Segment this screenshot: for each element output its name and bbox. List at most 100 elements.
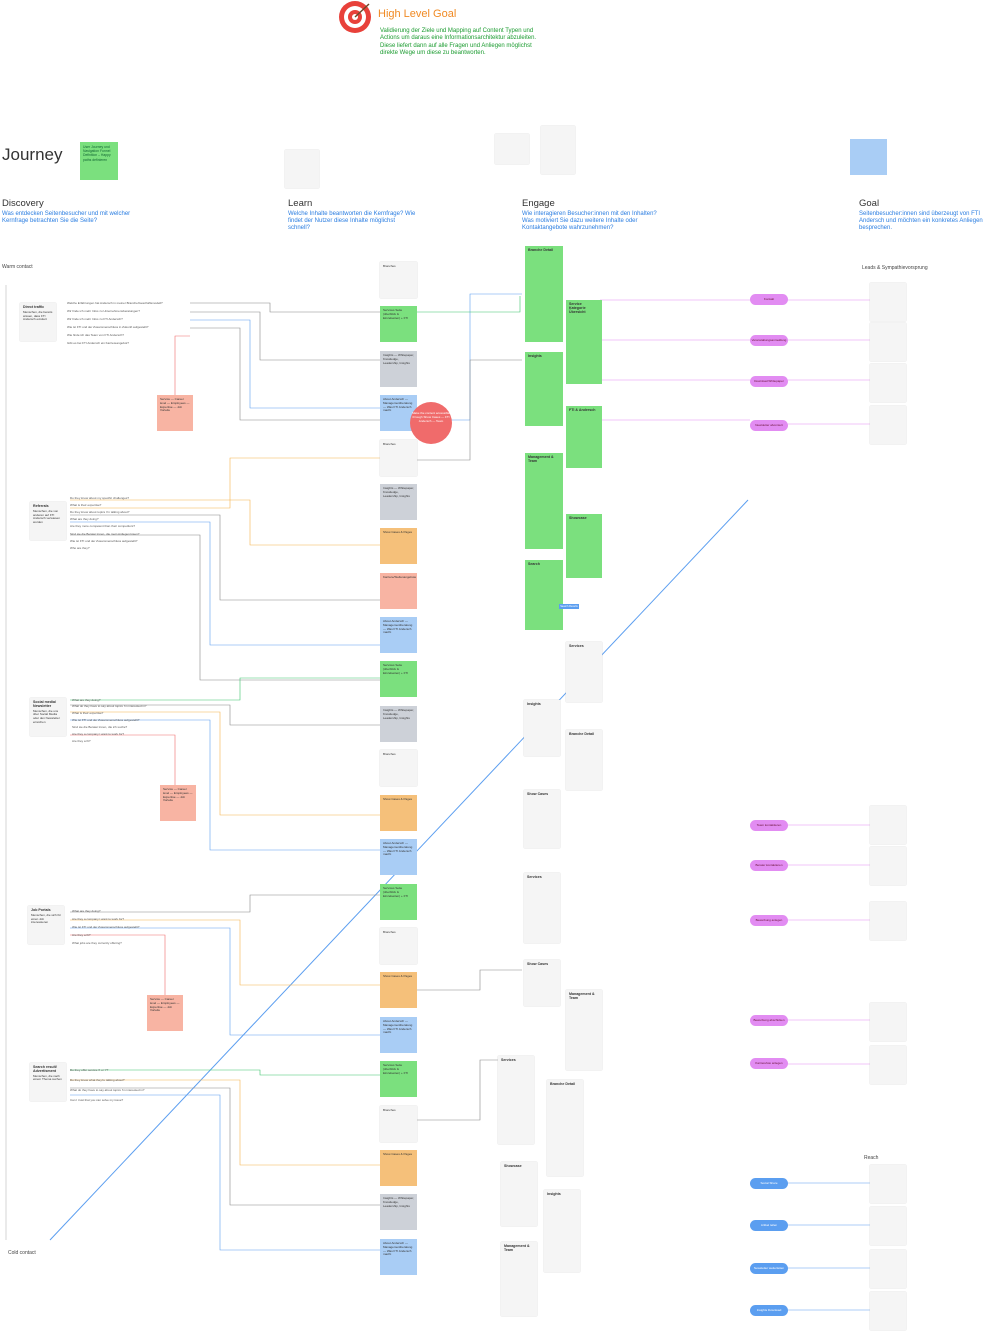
stage-goal-question: Seitenbesucher:innen sind überzeugt von … xyxy=(859,211,983,232)
lead-card-4 xyxy=(870,406,906,444)
question-job-3: Wie ist FTI und der Zusammenschluss aufg… xyxy=(72,925,140,929)
question-social-7: Are they a fit? xyxy=(72,739,91,743)
content-circle: Make the content accessible through Show… xyxy=(410,402,452,444)
question-social-6: Are they a company I want to work for? xyxy=(72,732,125,736)
lead-card-7 xyxy=(870,902,906,940)
stage-engage-question: Wie interagieren Besucher:innen mit den … xyxy=(522,211,657,232)
journey-title: Journey xyxy=(2,145,63,164)
engage-branche-detail: Branche Detail xyxy=(525,246,563,342)
lane-cold: Cold contact xyxy=(8,1250,36,1256)
learn-branches-4: Branches xyxy=(380,928,417,964)
question-referral-4: What are they doing? xyxy=(70,517,99,521)
learn-insights-2: Insights — Whitepaper, Knowledge, Leader… xyxy=(380,484,417,520)
engage-insights-2: Insights xyxy=(524,700,560,756)
lead-card-9 xyxy=(870,1046,906,1084)
learn-about-5: About Andersch — Managementberatung — Wa… xyxy=(380,1239,417,1275)
reach-pill-insights: Insights Download xyxy=(750,1305,788,1316)
engage-search: Search xyxy=(525,560,563,630)
goal-pill-bewerbung-anlegen: Bewerbung anlegen xyxy=(750,915,788,926)
lead-card-3 xyxy=(870,364,906,402)
engage-fti-andersch: FTI & Andersch xyxy=(566,406,602,468)
goal-pill-kontakt: Kontakt xyxy=(750,294,788,305)
engage-showcase: Showcase xyxy=(566,514,602,578)
stage-discovery-title: Discovery xyxy=(2,198,44,209)
engage-show-cases-1: Show Cases xyxy=(524,790,560,848)
question-direct-2: Wir finde ich mehr Infos zu Unternehmens… xyxy=(67,309,140,313)
lead-card-1 xyxy=(870,283,906,321)
learn-insights-3: Insights — Whitepaper, Knowledge, Leader… xyxy=(380,706,417,742)
reach-card-2 xyxy=(870,1207,906,1245)
learn-showcase-1: Show Cases & Pages xyxy=(380,528,417,564)
question-job-4: Are they a fit? xyxy=(72,933,91,937)
learn-services-3: Services Seite (überblick & Einzelseiten… xyxy=(380,884,417,920)
lane-warm: Warm contact xyxy=(2,264,33,270)
question-job-5: What jobs are they currently offering? xyxy=(72,941,122,945)
engage-insights-3: Insights xyxy=(544,1190,580,1272)
learn-branches-2: Branches xyxy=(380,440,417,476)
learn-about-2: About Andersch — Managementberatung — Wa… xyxy=(380,617,417,653)
goal-pill-veranstaltung: Veranstaltungsanmeldung xyxy=(750,335,788,346)
question-social-1: What are they doing? xyxy=(72,698,101,702)
question-direct-1: Welche Erfahrungen hat Andersch in meine… xyxy=(67,301,163,305)
reach-pill-social-share: Social Share xyxy=(750,1178,788,1189)
engage-service-kategorie: Service Kategorie Übersicht xyxy=(566,300,602,384)
note-engage-2 xyxy=(541,126,575,174)
question-job-2: Are they a company I want to work for? xyxy=(72,917,125,921)
question-search-3: What do they have to say about topics I'… xyxy=(70,1088,145,1092)
goal-title: High Level Goal xyxy=(378,8,457,20)
lead-card-6 xyxy=(870,847,906,885)
stage-engage-title: Engage xyxy=(522,198,555,209)
question-social-5: Sind sie die Berater:innen, die ich such… xyxy=(72,725,128,729)
learn-insights-1: Insights — Whitepaper, Knowledge, Leader… xyxy=(380,351,417,387)
note-learn xyxy=(285,150,319,188)
question-social-4: Wie ist FTI und der Zusammenschluss aufg… xyxy=(72,718,140,722)
learn-services-4: Services Seite (überblick & Einzelseiten… xyxy=(380,1061,417,1097)
question-referral-5: Are they more competent than their compe… xyxy=(70,524,136,528)
goal-description: Validierung der Ziele und Mapping auf Co… xyxy=(380,28,537,57)
goal-pill-karrierefoto: Karrierefoto anlegen xyxy=(750,1058,788,1069)
question-referral-1: Do they know about my specific challenge… xyxy=(70,496,130,500)
note-goal xyxy=(850,139,887,175)
question-direct-5: Wie finde ich das Team von FTI Andersch? xyxy=(67,333,124,337)
learn-branches-3: Branches xyxy=(380,750,417,786)
engage-branche-detail-3: Branche Detail xyxy=(547,1080,583,1176)
question-search-2: Do they know what they're talking about? xyxy=(70,1078,125,1082)
question-referral-2: What is their expertise? xyxy=(70,503,102,507)
learn-career-1: Karriere/Stellenangebote xyxy=(380,573,417,609)
learn-about-4: About Andersch — Managementberatung — Wa… xyxy=(380,1017,417,1053)
question-direct-3: Wir finde ich mehr Infos zu FTI Andersch… xyxy=(67,317,123,321)
question-referral-8: Who are they? xyxy=(70,546,90,550)
goal-pill-download: Download Whitepaper xyxy=(750,376,788,387)
engage-services-1: Services xyxy=(566,642,602,702)
reach-card-3 xyxy=(870,1250,906,1288)
reach-card-1 xyxy=(870,1165,906,1203)
goal-pill-newsletter: Newsletter abonniert xyxy=(750,420,788,431)
learn-showcase-2: Show Cases & Pages xyxy=(380,795,417,831)
goal-pill-team-kontakt: Team kontaktieren xyxy=(750,820,788,831)
question-search-4: Can I trust that you can solve my issue? xyxy=(70,1098,124,1102)
learn-services-2: Services Seite (überblick & Einzelseiten… xyxy=(380,661,417,697)
search-results-chip: Search Results xyxy=(559,604,579,609)
learn-services-1: Services Seite (überblick & Einzelseiten… xyxy=(380,306,417,342)
engage-services-3: Services xyxy=(498,1056,534,1144)
career-note-2: Service — Career level — Employees — Exp… xyxy=(160,785,196,821)
question-referral-6: Sind sie die Berater:innen, die mein Anl… xyxy=(70,532,140,536)
question-direct-6: Gibt es bei FTI Andersch ein Karriereang… xyxy=(67,341,129,345)
learn-branches-1: Branches xyxy=(380,262,417,298)
learn-showcase-3: Show Cases & Pages xyxy=(380,972,417,1008)
career-note-3: Service — Career level — Employees — Exp… xyxy=(147,995,183,1031)
lead-card-2 xyxy=(870,323,906,361)
engage-branche-detail-2: Branche Detail xyxy=(566,730,602,790)
learn-showcase-4: Show Cases & Pages xyxy=(380,1150,417,1186)
stage-goal-title: Goal xyxy=(859,198,880,209)
question-direct-4: Wie ist FTI und der Zusammenschluss in Z… xyxy=(67,325,149,329)
question-social-3: What is their expertise? xyxy=(72,711,104,715)
question-social-2: What do they have to say about topics I'… xyxy=(72,704,147,708)
engage-show-cases-2: Show Cases xyxy=(524,960,560,1006)
journey-note: User Journey und Navigation Funnel Defin… xyxy=(80,142,118,180)
